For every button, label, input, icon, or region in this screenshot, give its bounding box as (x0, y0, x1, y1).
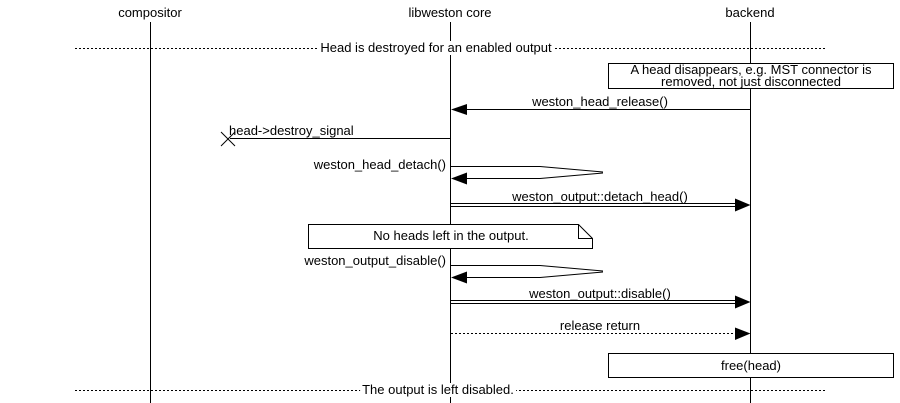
divider-label-bottom: The output is left disabled. (360, 382, 516, 397)
arrowhead-left-icon (451, 104, 467, 115)
participant-label-backend: backend (725, 5, 775, 20)
self-message-loop-head-detach (451, 166, 604, 179)
participant-label-compositor: compositor (118, 5, 182, 20)
comment-box-head-disappears: A head disappears, e.g. MST connector is… (608, 63, 894, 89)
message-label-release-return: release return (559, 318, 641, 333)
note-label-no-heads-left: No heads left in the output. (373, 228, 529, 243)
message-label-output-disable-call: weston_output_disable() (304, 253, 446, 268)
self-message-loop-output-disable (451, 265, 604, 278)
arrowhead-right-icon (735, 327, 751, 340)
message-label-head-detach: weston_head_detach() (313, 157, 446, 172)
message-label-head-release: weston_head_release() (532, 94, 668, 109)
arrowhead-left-icon (451, 271, 467, 284)
lost-message-cross-icon (220, 131, 236, 147)
participant-label-libweston-core: libweston core (408, 5, 492, 20)
arrowhead-right-icon (735, 295, 751, 309)
message-label-destroy-signal: head->destroy_signal (229, 123, 354, 138)
comment-box-free-head: free(head) (608, 353, 894, 378)
divider-label-top: Head is destroyed for an enabled output (318, 40, 554, 55)
message-label-detach-head: weston_output::detach_head() (512, 189, 688, 204)
message-label-output-disable: weston_output::disable() (529, 286, 671, 301)
arrowhead-right-icon (735, 198, 751, 212)
note-fold-icon (578, 224, 593, 239)
arrowhead-left-icon (451, 172, 467, 185)
note-shape (308, 224, 593, 249)
